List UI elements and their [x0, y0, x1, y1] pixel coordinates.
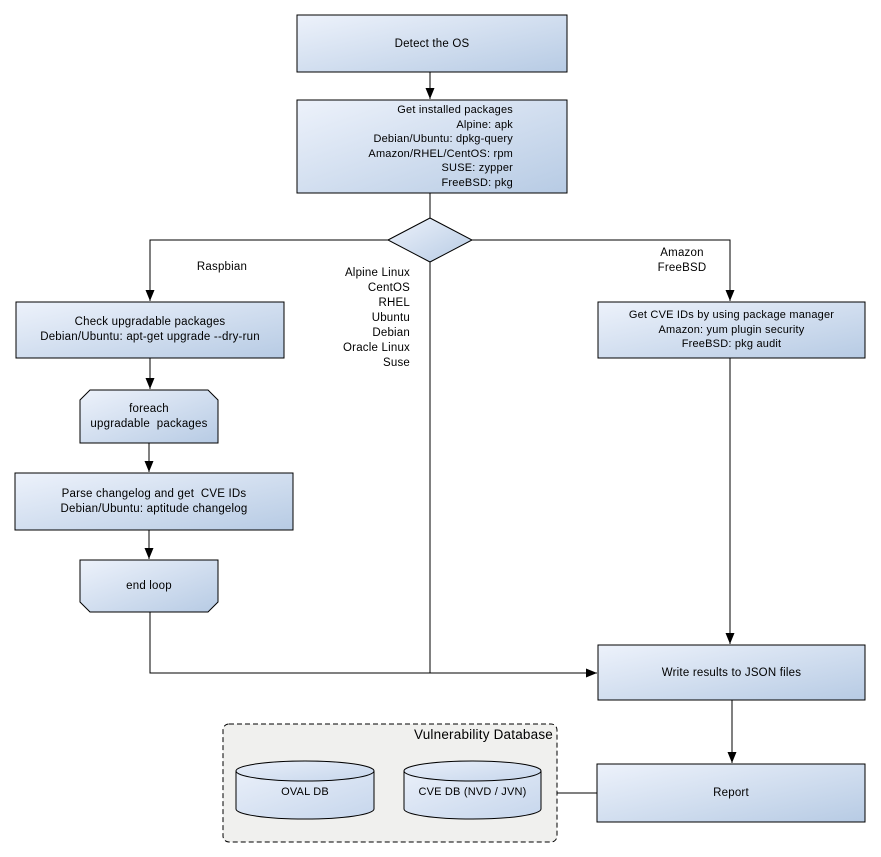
check-upgradable-box: [15, 301, 285, 359]
foreach-loop-shape: [79, 389, 219, 444]
cve-db-label: CVE DB (NVD / JVN): [418, 786, 527, 798]
edge-label-amazon-freebsd: Amazon FreeBSD: [657, 247, 707, 274]
end-loop-shape: [79, 559, 219, 613]
write-results-box: [597, 644, 866, 701]
cve-db-cylinder-top: [403, 760, 542, 782]
report-box: [596, 763, 866, 823]
foreach-loop-label: foreach upgradable packages: [90, 402, 208, 430]
detect-os-box: [296, 14, 568, 73]
oval-db-cylinder-top: [235, 760, 375, 782]
end-loop-label: end loop: [126, 580, 172, 592]
get-cve-ids-box: [597, 301, 866, 359]
parse-changelog-label: Parse changelog and get CVE IDs Debian/U…: [60, 487, 248, 515]
os-decision-diamond: [386, 217, 474, 263]
edge-label-raspbian: Raspbian: [196, 261, 248, 273]
get-cve-ids-label: Get CVE IDs by using package manager Ama…: [628, 309, 835, 351]
edge-endloop-to-write: [149, 612, 597, 678]
detect-os-label: Detect the OS: [394, 37, 470, 50]
report-label: Report: [713, 787, 749, 799]
edge-decision-to-getcve: [472, 239, 735, 301]
oval-db-label: OVAL DB: [281, 786, 329, 798]
cve-db-cylinder: [403, 771, 542, 820]
get-installed-packages-label: Get installed packages Alpine: apk Debia…: [368, 104, 513, 189]
vulnerability-database-title: Vulnerability Database: [414, 727, 553, 742]
parse-changelog-box: [14, 472, 294, 531]
oval-db-cylinder: [235, 771, 375, 820]
write-results-label: Write results to JSON files: [661, 666, 802, 679]
check-upgradable-label: Check upgradable packages Debian/Ubuntu:…: [40, 316, 260, 343]
get-installed-packages-box: [296, 99, 568, 194]
edge-decision-to-check: [145, 239, 388, 301]
edge-label-middle-os-list: Alpine Linux CentOS RHEL Ubuntu Debian O…: [343, 267, 410, 369]
